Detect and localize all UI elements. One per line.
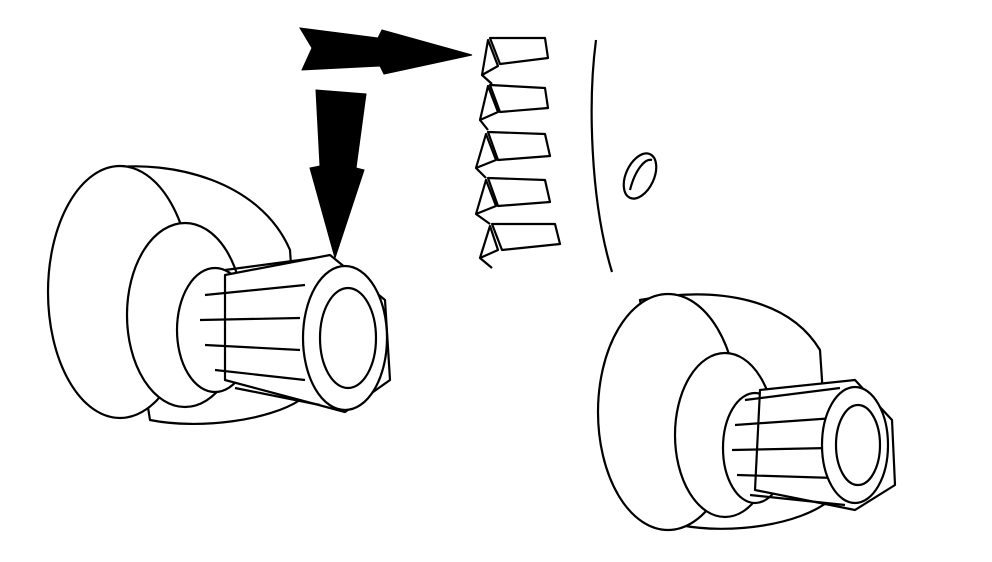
flywheel-edge (590, 39, 614, 273)
arrow-vertical-icon (309, 89, 367, 260)
flywheel-hole-inner (628, 158, 653, 191)
ring-gear-teeth (474, 36, 562, 269)
flywheel-hole (622, 152, 658, 200)
arrow-horizontal-icon (299, 27, 473, 75)
starter-drive-right (596, 292, 897, 532)
starter-drive-left (46, 164, 392, 425)
